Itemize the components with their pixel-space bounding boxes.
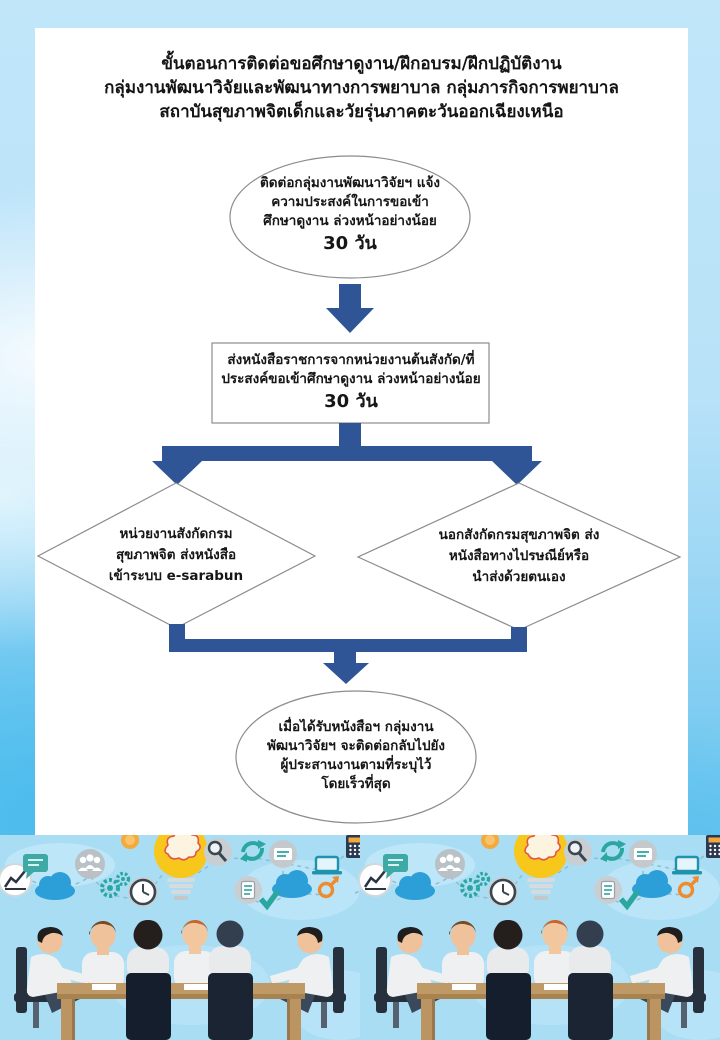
process-rect: ส่งหนังสือราชการจากหน่วยงานต้นสังกัด/ที่… xyxy=(215,351,487,414)
merge-connector xyxy=(169,624,527,684)
flowchart-shapes xyxy=(36,155,682,824)
flowchart-card: ขั้นตอนการติดต่อขอศึกษาดูงาน/ฝึกอบรม/ฝึก… xyxy=(35,28,688,835)
right-diamond: นอกสังกัดกรมสุขภาพจิต ส่ง หนังสือทางไปรษ… xyxy=(438,527,600,585)
title-line-2: กลุ่มงานพัฒนาวิจัยและพัฒนาทางการพยาบาล ก… xyxy=(104,78,619,98)
arrow-down-1 xyxy=(326,284,374,333)
duration-value: 30 วัน xyxy=(324,391,378,412)
left-diamond: หน่วยงานสังกัดกรม สุขภาพจิต ส่งหนังสือ เ… xyxy=(108,526,244,584)
meeting-illustration xyxy=(0,835,720,1040)
title-line-1: ขั้นตอนการติดต่อขอศึกษาดูงาน/ฝึกอบรม/ฝึก… xyxy=(161,54,562,74)
end-oval-shape xyxy=(235,690,477,824)
split-connector xyxy=(152,423,542,485)
duration-value: 30 วัน xyxy=(323,233,377,254)
start-oval-shape xyxy=(229,155,471,279)
start-oval: ติดต่อกลุ่มงานพัฒนาวิจัยฯ แจ้ง ความประสง… xyxy=(230,174,470,256)
title-line-3: สถาบันสุขภาพจิตเด็กและวัยรุ่นภาคตะวันออก… xyxy=(159,102,564,122)
meeting-tile-right xyxy=(355,835,720,1040)
meeting-tile-left xyxy=(0,835,390,1040)
page-title: ขั้นตอนการติดต่อขอศึกษาดูงาน/ฝึกอบรม/ฝึก… xyxy=(35,52,688,124)
end-oval: เมื่อได้รับหนังสือฯ กลุ่มงาน พัฒนาวิจัยฯ… xyxy=(266,719,446,792)
